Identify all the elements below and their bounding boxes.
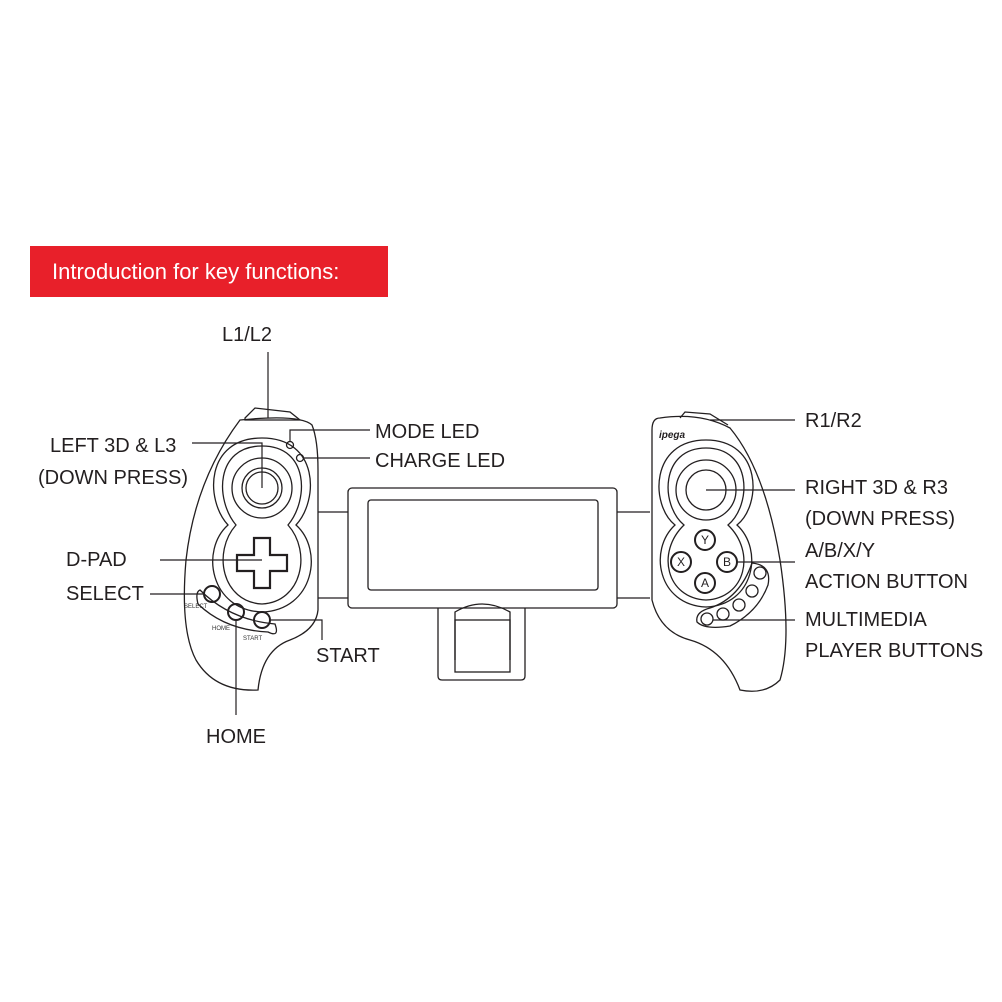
abxy-label: A/B/X/Y: [805, 540, 876, 562]
y-button: Y: [701, 533, 709, 547]
leader-lines: [150, 352, 795, 715]
start-label: START: [316, 645, 380, 667]
left-3d-label-sub: (DOWN PRESS): [38, 467, 188, 489]
right-3d-label-sub: (DOWN PRESS): [805, 508, 955, 530]
charge-led-label: CHARGE LED: [375, 450, 506, 472]
select-small-label: SELECT: [184, 604, 208, 610]
home-small-label: HOME: [212, 626, 230, 632]
x-button: X: [677, 555, 685, 569]
dpad-label: D-PAD: [66, 549, 127, 571]
multimedia-label: MULTIMEDIA: [805, 609, 927, 631]
left-controller: [183, 407, 319, 691]
right-3d-label: RIGHT 3D & R3: [805, 477, 948, 499]
right-controller: [651, 411, 787, 692]
tablet-holder: [318, 487, 650, 681]
b-button: B: [723, 555, 731, 569]
home-label: HOME: [206, 726, 266, 748]
action-button-label: ACTION BUTTON: [805, 571, 968, 593]
r1-r2-label: R1/R2: [805, 410, 862, 432]
player-buttons-label: PLAYER BUTTONS: [805, 640, 984, 662]
start-small-label: START: [243, 636, 262, 642]
a-button: A: [701, 576, 709, 590]
l1-l2-label: L1/L2: [222, 324, 273, 346]
left-3d-label: LEFT 3D & L3: [50, 435, 177, 457]
mode-led-label: MODE LED: [375, 421, 480, 443]
dpad-icon: [235, 536, 289, 590]
title-banner: Introduction for key functions:: [30, 246, 388, 297]
ipega-logo: ipega: [659, 430, 686, 441]
select-label: SELECT: [66, 583, 144, 605]
